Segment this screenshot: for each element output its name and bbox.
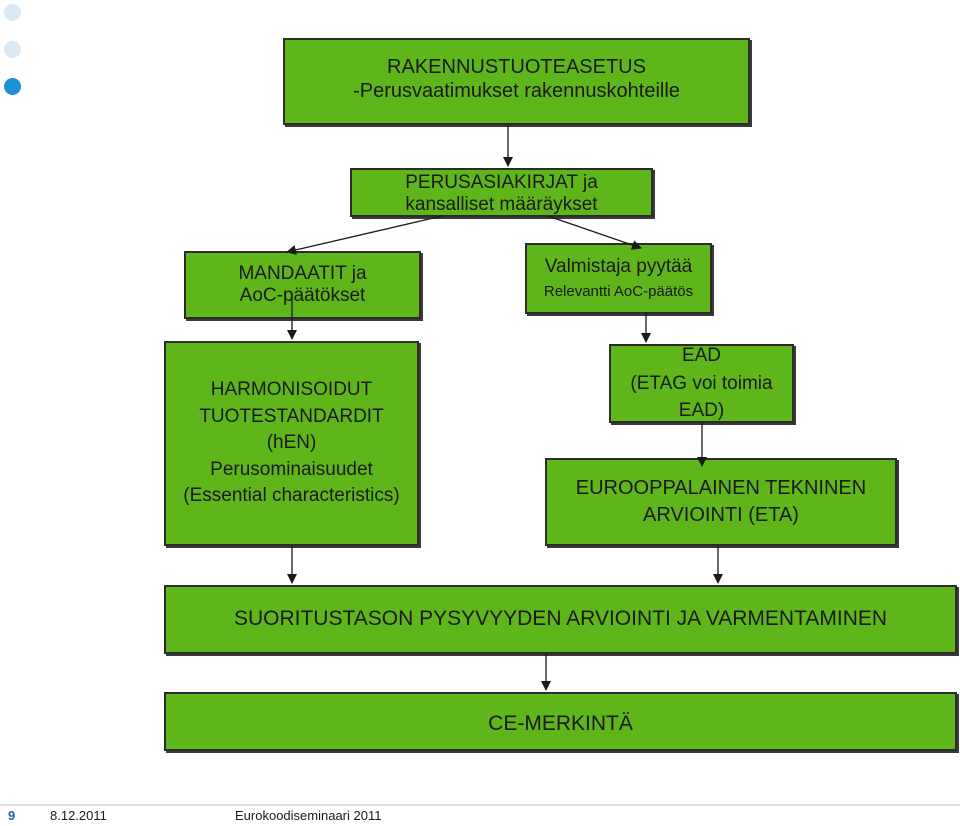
node-mandaatit: MANDAATIT ja AoC-päätökset: [184, 251, 421, 319]
node-harmonisoidut-line2: TUOTESTANDARDIT: [199, 405, 384, 427]
node-ead-line3: EAD): [678, 400, 725, 422]
node-perusasiakirjat-line2: kansalliset määräykset: [405, 194, 598, 216]
node-harmonisoidut-line3: (hEN): [266, 432, 317, 454]
node-eta-line1: EUROOPPALAINEN TEKNINEN: [575, 477, 867, 499]
footer-date: 8.12.2011: [50, 808, 107, 823]
node-perusasiakirjat-line1: PERUSASIAKIRJAT ja: [405, 172, 598, 193]
node-rakennustuoteasetus-title: RAKENNUSTUOTEASETUS: [387, 55, 646, 78]
node-valmistaja-line2: Relevantti AoC-päätös: [543, 282, 694, 300]
node-rakennustuoteasetus: RAKENNUSTUOTEASETUS -Perusvaatimukset ra…: [283, 38, 750, 125]
node-harmonisoidut: HARMONISOIDUT TUOTESTANDARDIT (hEN) Peru…: [164, 341, 419, 546]
node-perusasiakirjat: PERUSASIAKIRJAT ja kansalliset määräykse…: [350, 168, 653, 217]
arrow-perusasiakirjat-to-mandaatit: [286, 215, 443, 255]
node-mandaatit-line2: AoC-päätökset: [239, 285, 366, 306]
node-suoritustaso: SUORITUSTASON PYSYVYYDEN ARVIOINTI JA VA…: [164, 585, 957, 654]
decor-dot-1: [4, 4, 21, 21]
node-harmonisoidut-line5: (Essential characteristics): [183, 485, 400, 507]
footer-event: Eurokoodiseminaari 2011: [235, 808, 382, 823]
node-rakennustuoteasetus-subtitle: -Perusvaatimukset rakennuskohteille: [353, 79, 680, 102]
node-valmistaja: Valmistaja pyytää Relevantti AoC-päätös: [525, 243, 712, 314]
node-ead-line1: EAD: [681, 345, 722, 367]
footer-page-number: 9: [8, 808, 16, 823]
node-ce-merkinta-label: CE-MERKINTÄ: [488, 712, 633, 736]
node-ce-merkinta: CE-MERKINTÄ: [164, 692, 957, 751]
node-ead-line2: (ETAG voi toimia: [630, 372, 773, 394]
node-ead: EAD (ETAG voi toimia EAD): [609, 344, 794, 423]
node-suoritustaso-label: SUORITUSTASON PYSYVYYDEN ARVIOINTI JA VA…: [233, 607, 888, 631]
decor-dot-2: [4, 41, 21, 58]
decor-dot-3: [4, 78, 21, 95]
node-mandaatit-line1: MANDAATIT ja: [238, 262, 367, 284]
node-eta-line2: ARVIOINTI (ETA): [643, 504, 799, 526]
node-harmonisoidut-line1: HARMONISOIDUT: [210, 379, 373, 401]
node-harmonisoidut-line4: Perusominaisuudet: [210, 458, 373, 480]
node-valmistaja-line1: Valmistaja pyytää: [544, 256, 693, 278]
node-eta: EUROOPPALAINEN TEKNINEN ARVIOINTI (ETA): [545, 458, 897, 546]
